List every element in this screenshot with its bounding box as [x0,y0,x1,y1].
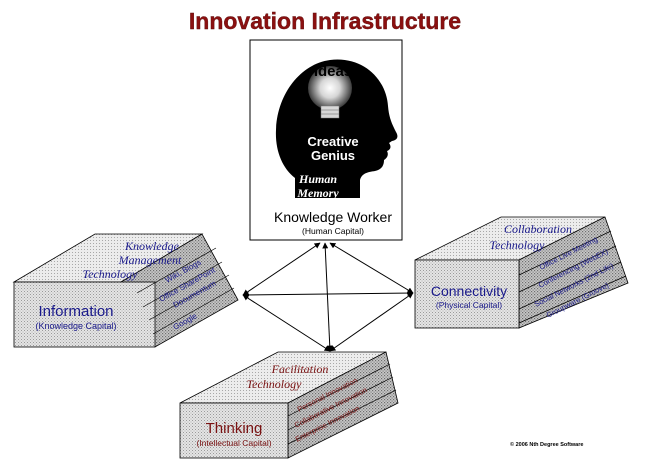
arrow-information-connectivity [242,290,414,298]
copyright-notice: © 2006 Nth Degree Software [510,441,583,448]
arrow-worker-information [242,242,321,296]
arrow-worker-thinking [322,242,333,352]
think-tech-line1: Facilitation [271,362,329,376]
knowledge-worker-box: Ideas Creative Genius Human Memory Knowl… [249,39,403,241]
light-bulb-icon [308,66,352,119]
human-memory-line1: Human [298,172,337,186]
human-memory-line2: Memory [296,186,339,200]
connectivity-block: Collaboration Technology Connectivity (P… [414,216,629,329]
page-title: Innovation Infrastructure [189,8,461,34]
creative-genius-line2: Genius [311,148,355,163]
human-capital-label: (Human Capital) [302,226,364,236]
intellectual-capital-label: (Intellectual Capital) [196,438,271,448]
arrow-worker-connectivity [329,242,414,294]
head-silhouette-icon [275,59,398,198]
info-tech-line2: Management [118,253,182,267]
physical-capital-label: (Physical Capital) [436,300,502,310]
information-label: Information [38,303,113,320]
thinking-label: Thinking [206,420,263,437]
arrow-connectivity-thinking [329,292,414,352]
connectivity-label: Connectivity [431,283,507,299]
ideas-label: Ideas [314,63,352,80]
conn-tech-line2: Technology [490,238,546,252]
knowledge-worker-label: Knowledge Worker [274,209,392,225]
info-tech-line1: Knowledge [124,239,180,253]
creative-genius-line1: Creative [307,134,358,149]
conn-tech-line1: Collaboration [504,222,572,236]
info-tech-line3: Technology [83,267,139,281]
connection-arrows [242,242,414,352]
think-tech-line2: Technology [247,377,303,391]
information-block: Knowledge Management Technology Informat… [12,233,239,348]
knowledge-capital-label: (Knowledge Capital) [35,321,116,331]
arrow-information-thinking [242,294,331,352]
thinking-block: Facilitation Technology Thinking (Intell… [179,351,399,459]
